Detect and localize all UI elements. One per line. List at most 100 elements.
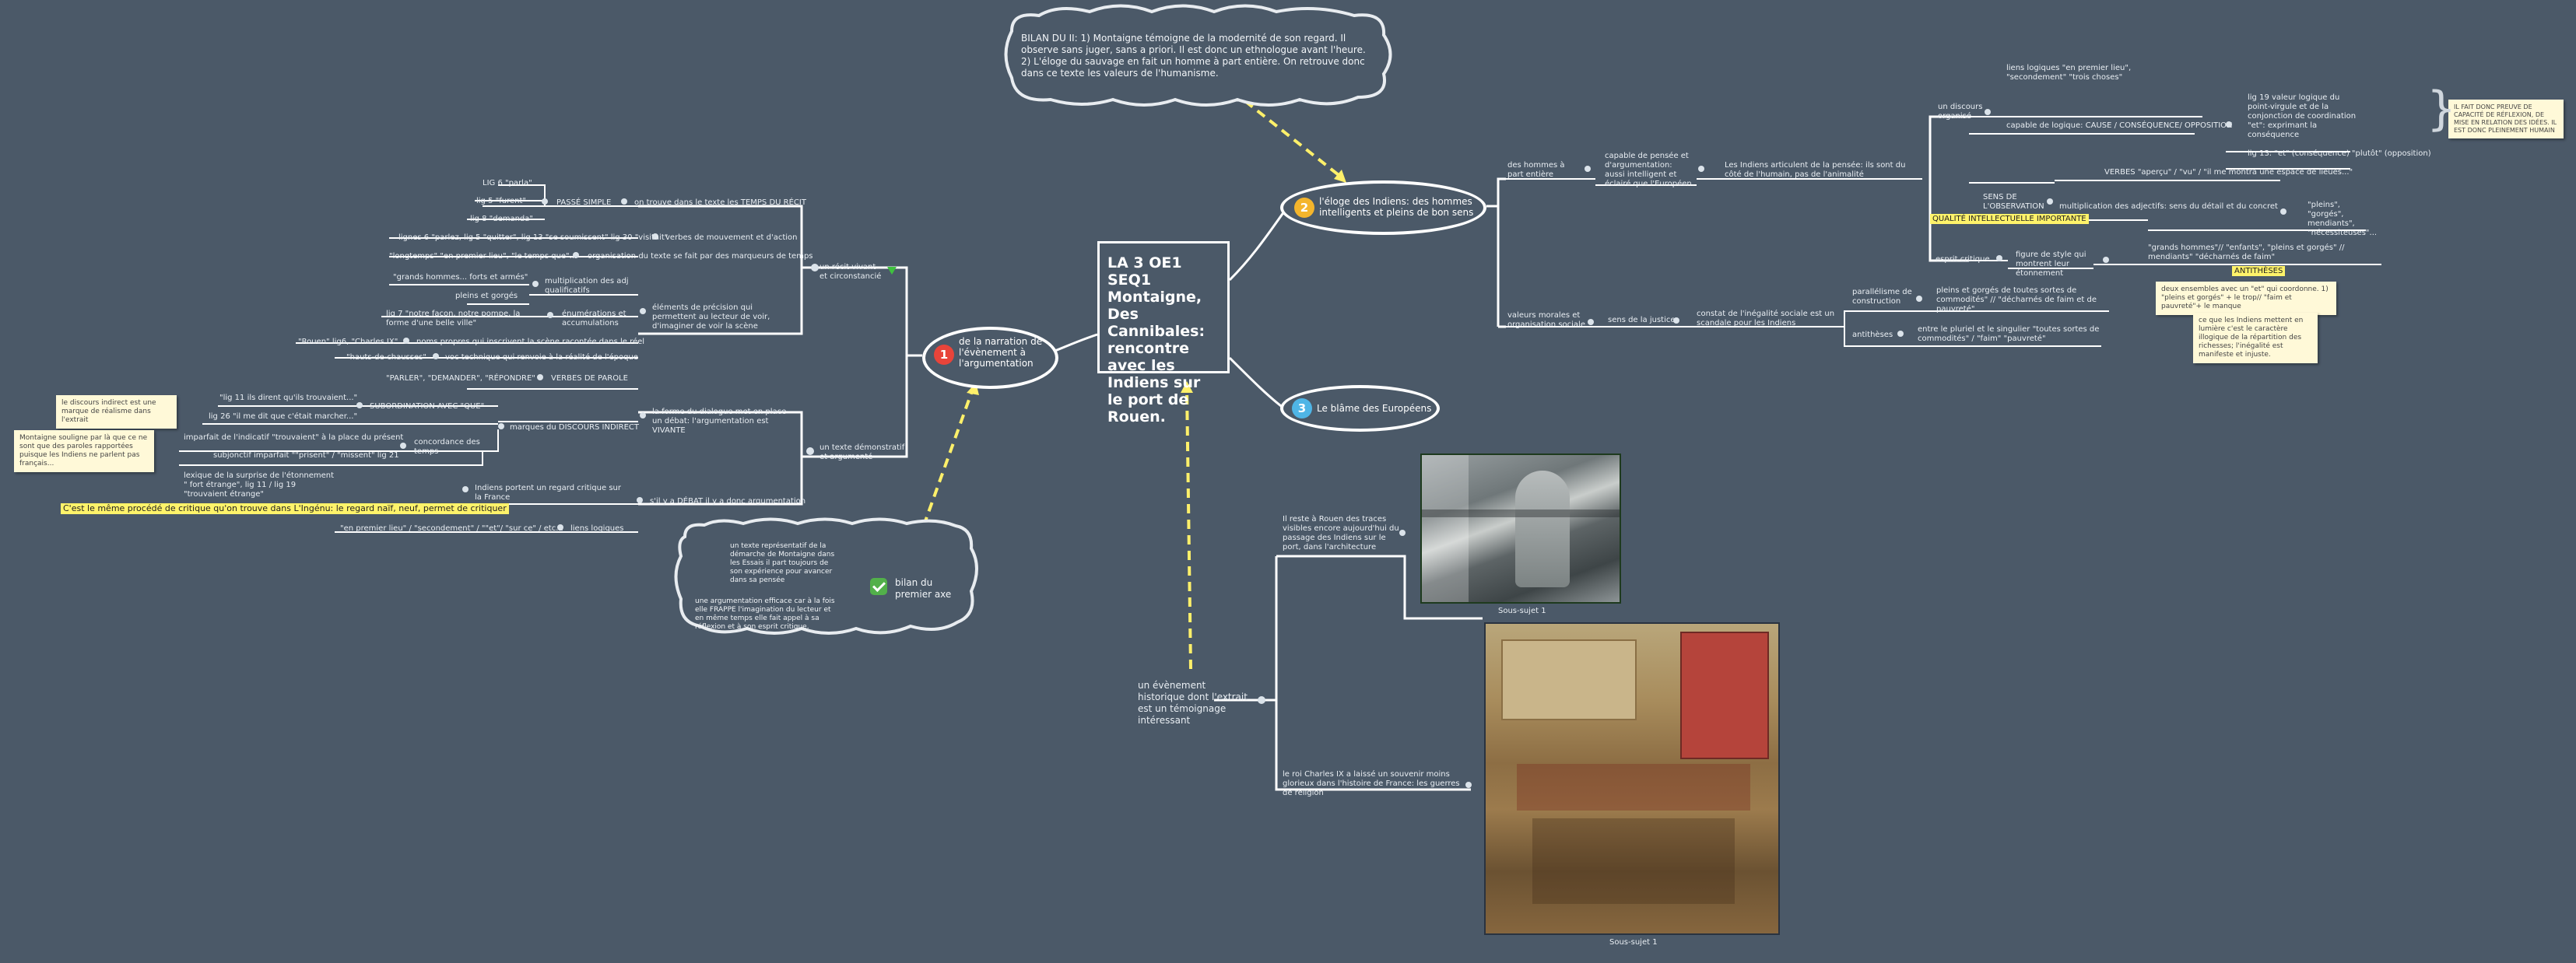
note-deux-ensembles[interactable]: deux ensembles avec un "et" qui coordonn… — [2156, 282, 2336, 315]
caption-sous-sujet-1b: Sous-sujet 1 — [1609, 938, 1658, 947]
elements-precision[interactable]: éléments de précision qui permettent au … — [652, 303, 770, 331]
verbes-apercu: VERBES "aperçu" / "vu" / "il me montra u… — [2104, 168, 2353, 177]
hauts-chausses: "hauts-de-chausses" — [346, 353, 426, 362]
note-fait-preuve[interactable]: IL FAIT DONC PREUVE DE CAPACITÉ DE RÉFLE… — [2448, 100, 2564, 138]
valeurs-morales[interactable]: valeurs morales et organisation sociale — [1507, 311, 1585, 329]
branch-2-node[interactable] — [1280, 180, 1486, 235]
branch-2-label: l'éloge des Indiens: des hommes intellig… — [1319, 196, 1474, 218]
bilan-axe-1-title: bilan du premier axe — [895, 577, 952, 600]
grands-hommes: "grands hommes... forts et armés" — [393, 273, 528, 282]
node-dot — [652, 233, 658, 240]
passe-simple[interactable]: PASSÉ SIMPLE — [556, 198, 612, 207]
lig6-parla: LIG 6 "parla" — [483, 179, 532, 187]
charles-ix[interactable]: le roi Charles IX a laissé un souvenir m… — [1283, 770, 1460, 797]
antitheses-label[interactable]: ANTITHÈSES — [2232, 266, 2286, 276]
node-dot — [1585, 166, 1591, 172]
voc-technique[interactable]: voc technique qui renvoie à la réalité d… — [445, 353, 638, 362]
recit-vivant[interactable]: un récit vivant et circonstancié — [819, 263, 882, 281]
hommes-part-entiere[interactable]: des hommes à part entière — [1507, 161, 1565, 179]
caption-sous-sujet-1: Sous-sujet 1 — [1498, 607, 1546, 615]
grands-hommes-right: "grands hommes"// "enfants", "pleins et … — [2148, 243, 2345, 261]
branch-3-badge: 3 — [1292, 398, 1312, 418]
pleins-gorges-commodites: pleins et gorgés de toutes sortes de com… — [1936, 286, 2097, 313]
subjonctif-imparfait: subjonctif imparfait ""prisent" / "misse… — [213, 451, 399, 460]
arrow-down-icon — [887, 267, 897, 275]
node-dot — [403, 338, 409, 344]
evenement-historique[interactable]: un évènement historique dont l'extrait e… — [1138, 680, 1248, 726]
node-dot — [1399, 530, 1406, 536]
parallelisme[interactable]: parallélisme de construction — [1852, 288, 1912, 306]
lignes6-parlez: lignes 6 "parlez, lig 5 "quitter", lig 1… — [398, 233, 669, 242]
node-dot — [356, 402, 363, 408]
node-dot — [433, 353, 439, 359]
bilan-axe-1-b: une argumentation efficace car à la fois… — [695, 597, 835, 631]
capable-logique[interactable]: capable de logique: CAUSE / CONSÉQUENCE/… — [2006, 121, 2233, 130]
lig26-dit: lig 26 "il me dit que c'était marcher...… — [209, 412, 358, 421]
node-dot — [811, 264, 819, 271]
temps-recit[interactable]: on trouve dans le texte les TEMPS DU RÉC… — [634, 198, 806, 207]
node-dot — [1673, 317, 1679, 324]
indiens-articulent[interactable]: Les Indiens articulent de la pensée: ils… — [1725, 161, 1906, 179]
esprit-critique[interactable]: esprit critique — [1936, 255, 1990, 264]
node-dot — [1698, 166, 1704, 172]
node-dot — [1258, 696, 1265, 704]
texte-argumentatif[interactable]: un texte démonstratif et argumenté — [819, 443, 905, 461]
forme-dialogue[interactable]: la forme du dialogue met en place un déb… — [652, 408, 787, 435]
marqueurs-temps[interactable]: organisation du texte se fait par des ma… — [588, 252, 813, 261]
antitheses-lower[interactable]: antithèses — [1852, 331, 1893, 339]
subordination-que[interactable]: SUBORDINATION AVEC "QUE" — [370, 402, 485, 411]
bilan-axe-2: BILAN DU II: 1) Montaigne témoigne de la… — [1021, 33, 1366, 79]
liens-logiques[interactable]: liens logiques — [570, 524, 624, 533]
node-dot — [557, 524, 563, 531]
node-dot — [637, 497, 643, 503]
regard-critique[interactable]: Indiens portent un regard critique sur l… — [475, 484, 621, 502]
noms-propres[interactable]: noms propres qui inscrivent la scène rac… — [416, 338, 645, 346]
enumerations[interactable]: énumérations et accumulations — [562, 310, 626, 327]
node-dot — [1897, 331, 1904, 337]
parler-demander: "PARLER", "DEMANDER", "RÉPONDRE" — [386, 374, 535, 383]
constat-inegalite[interactable]: constat de l'inégalité sociale est un sc… — [1697, 310, 1835, 327]
figure-style[interactable]: figure de style qui montrent leur étonne… — [2016, 250, 2086, 278]
node-dot — [640, 308, 646, 314]
central-topic[interactable]: LA 3 OE1 SEQ1 Montaigne, Des Cannibales:… — [1097, 241, 1230, 425]
lig13-et: lig 13: "et" (conséquence) "plutôt" (opp… — [2248, 149, 2431, 158]
liens-logiques-right: liens logiques "en premier lieu", "secon… — [2006, 64, 2132, 82]
node-dot — [1996, 255, 2002, 261]
sens-observation[interactable]: SENS DE L'OBSERVATION — [1983, 193, 2044, 211]
sens-justice[interactable]: sens de la justice — [1608, 316, 1676, 324]
lig5-furent: lig 5 "furent" — [476, 197, 526, 205]
multiplication-adj[interactable]: multiplication des adj qualificatifs — [545, 277, 629, 295]
verbes-parole[interactable]: VERBES DE PAROLE — [551, 374, 628, 383]
qualite-intellectuelle[interactable]: QUALITÉ INTELLECTUELLE IMPORTANTE — [1930, 214, 2089, 224]
check-icon — [870, 578, 887, 595]
capable-pensee[interactable]: capable de pensée et d'argumentation: au… — [1605, 152, 1694, 188]
rouen-traces[interactable]: Il reste à Rouen des traces visibles enc… — [1283, 515, 1399, 552]
node-dot — [806, 447, 814, 455]
node-dot — [2103, 257, 2109, 263]
node-dot — [542, 198, 548, 205]
en-premier-lieu: "en premier lieu" / "secondement" / ""et… — [340, 524, 563, 533]
lig11-dirent: "lig 11 ils dirent qu'ils trouvaient..." — [219, 394, 358, 402]
node-dot — [532, 281, 539, 287]
branch-1-badge: 1 — [934, 345, 954, 365]
rouen-charles: "Rouen" lig6, "Charles IX" — [298, 338, 398, 346]
rouen-building-image[interactable] — [1420, 453, 1621, 604]
massacre-painting-image[interactable] — [1484, 622, 1780, 935]
verbes-mouvement[interactable]: verbes de mouvement et d'action — [665, 233, 798, 242]
note-indiens-lumiere[interactable]: ce que les Indiens mettent en lumière c'… — [2193, 313, 2318, 363]
note-discours-indirect[interactable]: le discours indirect est une marque de r… — [56, 395, 177, 429]
lexique-surprise: lexique de la surprise de l'étonnement "… — [184, 471, 335, 499]
highlight-ingenu[interactable]: C'est le même procédé de critique qu'on … — [61, 503, 509, 514]
discours-indirect[interactable]: marques du DISCOURS INDIRECT — [510, 423, 639, 432]
note-montaigne-souligne[interactable]: Montaigne souligne par là que ce ne sont… — [14, 430, 154, 472]
discours-organise[interactable]: un discours organisé — [1938, 103, 1983, 121]
debat-argumentation[interactable]: s'il y a DÉBAT il y a donc argumentation — [650, 497, 806, 506]
bilan-axe-1-a: un texte représentatif de la démarche de… — [730, 542, 835, 584]
node-dot — [573, 252, 579, 258]
node-dot — [2280, 208, 2286, 215]
multiplication-adjectifs[interactable]: multiplication des adjectifs: sens du dé… — [2059, 202, 2278, 211]
pleins-gorges-right: "pleins", "gorgés", mendiants", "nécessi… — [2308, 201, 2378, 237]
concordance-temps[interactable]: concordance des temps — [414, 438, 480, 456]
node-dot — [2226, 121, 2232, 128]
